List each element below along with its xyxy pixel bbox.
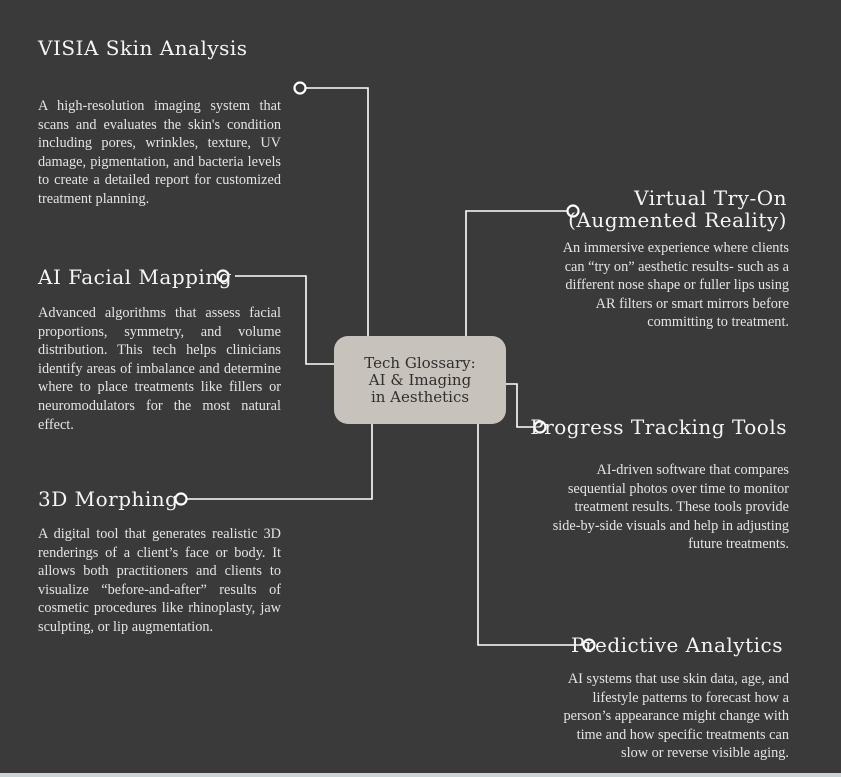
virtual-try-on-heading: Virtual Try-On (Augmented Reality) <box>568 187 787 231</box>
node-predictive-analytics-icon <box>582 638 596 652</box>
progress-tracking-heading: Progress Tracking Tools <box>530 415 787 439</box>
node-facial-mapping-icon <box>216 269 230 283</box>
node-progress-tracking-icon <box>533 420 547 434</box>
connector-predictive-analytics <box>477 424 583 646</box>
connector-3d-morphing <box>186 424 373 500</box>
visia-heading: VISIA Skin Analysis <box>38 36 248 60</box>
facial-mapping-heading: AI Facial Mapping <box>38 265 233 289</box>
node-visia-icon <box>293 81 307 95</box>
connector-virtual-try-on <box>465 210 568 336</box>
center-title-box: Tech Glossary: AI & Imaging in Aesthetic… <box>334 336 506 424</box>
bottom-border <box>0 773 841 777</box>
3d-morphing-description: A digital tool that generates realistic … <box>38 526 281 635</box>
predictive-analytics-description: AI systems that use skin data, age, and … <box>563 671 790 762</box>
connector-visia <box>306 87 369 336</box>
virtual-try-on-heading-line1: Virtual Try-On <box>634 186 787 210</box>
node-virtual-try-on-icon <box>566 204 580 218</box>
virtual-try-on-description: An immersive experience where clients ca… <box>562 240 789 331</box>
predictive-analytics-heading: Predictive Analytics <box>570 633 783 657</box>
facial-mapping-description: Advanced algorithms that assess facial p… <box>38 305 281 433</box>
connector-progress-tracking <box>506 383 534 428</box>
connector-facial-mapping <box>235 275 334 365</box>
visia-description: A high-resolution imaging system that sc… <box>38 98 281 207</box>
3d-morphing-heading: 3D Morphing <box>38 487 179 511</box>
progress-tracking-description: AI-driven software that compares sequent… <box>552 462 789 553</box>
node-3d-morphing-icon <box>174 492 188 506</box>
center-title: Tech Glossary: AI & Imaging in Aesthetic… <box>364 353 476 406</box>
virtual-try-on-heading-line2: (Augmented Reality) <box>568 208 787 232</box>
